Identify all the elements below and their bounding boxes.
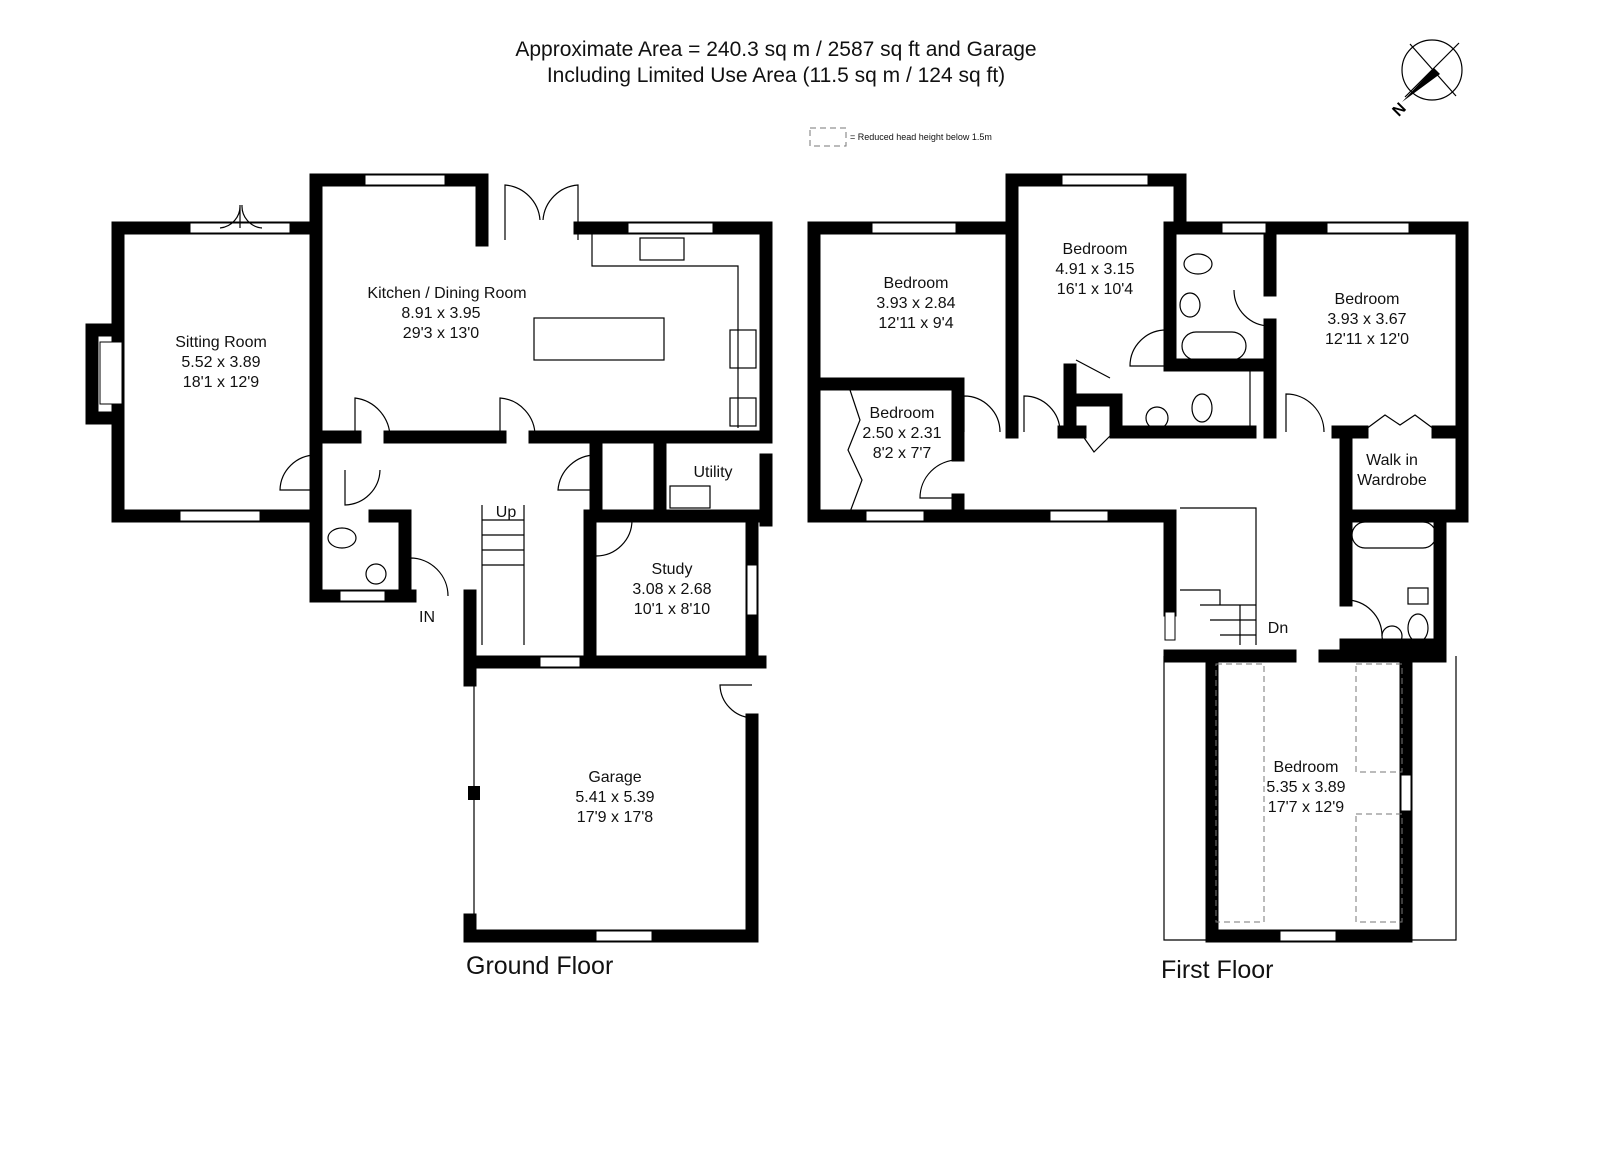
svg-text:Wardrobe: Wardrobe — [1357, 472, 1427, 489]
room-walk-in-wardrobe: Walk in Wardrobe — [1357, 452, 1427, 489]
svg-text:Study: Study — [652, 561, 693, 578]
compass-north: N — [1390, 100, 1410, 120]
svg-text:Garage: Garage — [588, 769, 641, 786]
svg-text:Kitchen / Dining Room: Kitchen / Dining Room — [367, 285, 526, 302]
svg-text:Walk in: Walk in — [1366, 452, 1418, 469]
svg-text:8'2 x 7'7: 8'2 x 7'7 — [873, 445, 932, 462]
ground-floor-plan: Sitting Room 5.52 x 3.89 18'1 x 12'9 Kit… — [85, 173, 773, 980]
area-summary: Approximate Area = 240.3 sq m / 2587 sq … — [515, 38, 1036, 61]
room-bedroom-4: Bedroom 2.50 x 2.31 8'2 x 7'7 — [862, 405, 941, 462]
compass-icon: N — [1390, 39, 1463, 120]
room-kitchen-dining: Kitchen / Dining Room 8.91 x 3.95 29'3 x… — [367, 285, 526, 342]
svg-text:10'1 x 8'10: 10'1 x 8'10 — [634, 601, 710, 618]
svg-text:29'3 x 13'0: 29'3 x 13'0 — [403, 325, 479, 342]
svg-text:4.91 x 3.15: 4.91 x 3.15 — [1055, 261, 1134, 278]
room-utility: Utility — [693, 464, 732, 481]
legend-text: = Reduced head height below 1.5m — [850, 132, 992, 142]
svg-text:Bedroom: Bedroom — [884, 275, 949, 292]
first-floor-label: First Floor — [1161, 956, 1274, 984]
room-study: Study 3.08 x 2.68 10'1 x 8'10 — [632, 561, 711, 618]
limited-use-area: Including Limited Use Area (11.5 sq m / … — [547, 64, 1005, 87]
svg-text:5.41 x 5.39: 5.41 x 5.39 — [575, 789, 654, 806]
svg-text:Bedroom: Bedroom — [870, 405, 935, 422]
ground-floor-label: Ground Floor — [466, 952, 613, 980]
svg-text:3.93 x 3.67: 3.93 x 3.67 — [1327, 311, 1406, 328]
svg-text:8.91 x 3.95: 8.91 x 3.95 — [401, 305, 480, 322]
svg-text:5.35 x 3.89: 5.35 x 3.89 — [1266, 779, 1345, 796]
legend: = Reduced head height below 1.5m — [809, 127, 992, 147]
room-bedroom-5: Bedroom 5.35 x 3.89 17'7 x 12'9 — [1266, 759, 1345, 816]
stairs-down-label: Dn — [1268, 620, 1288, 637]
svg-text:Sitting Room: Sitting Room — [175, 334, 267, 351]
svg-text:12'11 x 12'0: 12'11 x 12'0 — [1325, 331, 1409, 348]
svg-text:5.52 x 3.89: 5.52 x 3.89 — [181, 354, 260, 371]
svg-text:3.08 x 2.68: 3.08 x 2.68 — [632, 581, 711, 598]
room-sitting-room: Sitting Room 5.52 x 3.89 18'1 x 12'9 — [175, 334, 267, 391]
svg-text:Bedroom: Bedroom — [1335, 291, 1400, 308]
svg-text:3.93 x 2.84: 3.93 x 2.84 — [876, 295, 955, 312]
svg-text:Bedroom: Bedroom — [1274, 759, 1339, 776]
svg-text:18'1 x 12'9: 18'1 x 12'9 — [183, 374, 259, 391]
room-bedroom-2: Bedroom 4.91 x 3.15 16'1 x 10'4 — [1055, 241, 1134, 298]
svg-text:2.50 x 2.31: 2.50 x 2.31 — [862, 425, 941, 442]
first-floor-plan: Bedroom 3.93 x 2.84 12'11 x 9'4 Bedroom … — [807, 173, 1469, 984]
svg-text:Bedroom: Bedroom — [1063, 241, 1128, 258]
svg-text:12'11 x 9'4: 12'11 x 9'4 — [878, 315, 953, 332]
svg-text:17'7 x 12'9: 17'7 x 12'9 — [1268, 799, 1344, 816]
room-bedroom-3: Bedroom 3.93 x 3.67 12'11 x 12'0 — [1325, 291, 1409, 348]
room-garage: Garage 5.41 x 5.39 17'9 x 17'8 — [575, 769, 654, 826]
room-bedroom-1: Bedroom 3.93 x 2.84 12'11 x 9'4 — [876, 275, 955, 332]
svg-text:17'9 x 17'8: 17'9 x 17'8 — [577, 809, 653, 826]
entrance-label: IN — [419, 609, 435, 626]
svg-text:16'1 x 10'4: 16'1 x 10'4 — [1057, 281, 1133, 298]
stairs-up-label: Up — [496, 504, 517, 521]
